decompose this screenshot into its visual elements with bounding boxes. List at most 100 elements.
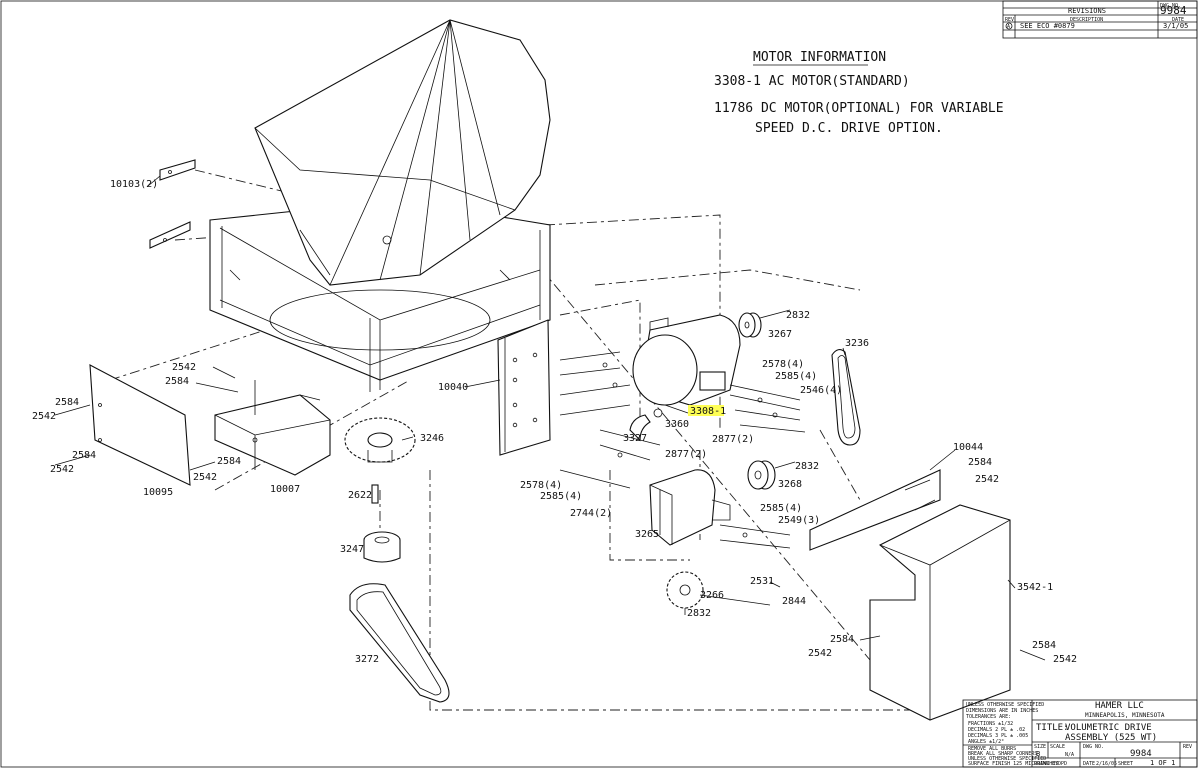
label-2832-b: 2832 — [795, 461, 819, 472]
label-2531: 2531 — [750, 576, 774, 587]
label-2584-b: 2584 — [55, 397, 79, 408]
label-2542-f: 2542 — [808, 648, 832, 659]
label-2542-c: 2542 — [50, 464, 74, 475]
part-labels: 10103(2) 2542 2584 2584 2542 2584 2542 2… — [32, 179, 1077, 665]
note-1: REMOVE ALL BURRS — [968, 746, 1016, 752]
label-10095: 10095 — [143, 487, 173, 498]
title-line-1: VOLUMETRIC DRIVE — [1065, 723, 1152, 733]
label-2832-a: 2832 — [786, 310, 810, 321]
scale-value: N/A — [1065, 752, 1074, 758]
label-3236: 3236 — [845, 338, 869, 349]
revisions-title: REVISIONS — [1068, 7, 1106, 15]
rev-dwg-no-label: DWG NO. — [1160, 3, 1181, 9]
rev-letter: A — [1007, 24, 1010, 30]
elbow-3327 — [629, 414, 651, 442]
label-3268: 3268 — [778, 479, 802, 490]
label-3265: 3265 — [635, 529, 659, 540]
size-label: SIZE — [1034, 744, 1046, 750]
label-2549: 2549(3) — [778, 515, 820, 526]
label-3272: 3272 — [355, 654, 379, 665]
motor-info-line1: 3308-1 AC MOTOR(STANDARD) — [714, 74, 910, 89]
sheet-label: SHEET — [1118, 761, 1133, 767]
label-2542-d: 2542 — [193, 472, 217, 483]
company-location: MINNEAPOLIS, MINNESOTA — [1085, 712, 1165, 719]
guard-3542-1 — [869, 504, 1011, 721]
label-2584-e: 2584 — [968, 457, 992, 468]
note-2: BREAK ALL SHARP CORNERS — [968, 751, 1037, 757]
tol-line-5: DECIMALS 2 PL ± .02 — [968, 727, 1025, 733]
label-2546: 2546(4) — [800, 385, 842, 396]
chain-3272 — [349, 583, 450, 703]
label-2585-b: 2585(4) — [540, 491, 582, 502]
desc-col-label: DESCRIPTION — [1070, 17, 1103, 23]
mounting-plate-10040 — [497, 319, 551, 456]
label-2542-e: 2542 — [975, 474, 999, 485]
motor-information-note: MOTOR INFORMATION 3308-1 AC MOTOR(STANDA… — [714, 50, 1004, 136]
title-line-2: ASSEMBLY (525 WT) — [1065, 733, 1157, 743]
tol-line-6: DECIMALS 3 PL ± .005 — [968, 733, 1028, 739]
drawn-by-value: DPD — [1058, 761, 1067, 767]
label-3267: 3267 — [768, 329, 792, 340]
title-block: UNLESS OTHERWISE SPECIFIED DIMENSIONS AR… — [962, 699, 1198, 768]
label-2578-a: 2578(4) — [762, 359, 804, 370]
rev-dwg-no: 9984 — [1160, 4, 1187, 17]
hub-3247 — [363, 531, 401, 563]
side-panel-10095 — [89, 364, 191, 486]
cover-10044 — [809, 469, 941, 551]
gearbox-3265 — [649, 469, 731, 546]
tol-line-4: FRACTIONS ±1/32 — [968, 721, 1013, 727]
belt-3236 — [831, 349, 861, 446]
rev-date: 3/1/05 — [1163, 22, 1188, 30]
label-3542-1: 3542-1 — [1017, 582, 1053, 593]
sprocket-3246 — [344, 417, 416, 463]
label-2542-a: 2542 — [172, 362, 196, 373]
tray-10007 — [214, 380, 331, 476]
motor-info-line2: 11786 DC MOTOR(OPTIONAL) FOR VARIABLE — [714, 101, 1004, 116]
pulley-3268 — [747, 460, 796, 490]
label-3266: 3266 — [700, 590, 724, 601]
label-10007: 10007 — [270, 484, 300, 495]
leader-lines — [147, 175, 1016, 589]
date-label: DATE — [1083, 761, 1095, 767]
motor-info-heading: MOTOR INFORMATION — [753, 50, 886, 65]
company-name: HAMER LLC — [1095, 701, 1144, 711]
dwg-no-value: 9984 — [1130, 749, 1152, 759]
label-2584-f: 2584 — [830, 634, 854, 645]
label-2584-a: 2584 — [165, 376, 189, 387]
highlight-3308-1 — [688, 405, 724, 416]
tol-line-3: TOLERANCES ARE: — [966, 714, 1011, 720]
label-2844: 2844 — [782, 596, 806, 607]
label-3360: 3360 — [665, 419, 689, 430]
label-3246: 3246 — [420, 433, 444, 444]
motor-info-line3: SPEED D.C. DRIVE OPTION. — [755, 121, 943, 136]
rev-label: REV — [1183, 744, 1192, 750]
rev-description: SEE ECO #0879 — [1020, 22, 1075, 30]
label-3327: 3327 — [623, 433, 647, 444]
rev-col-label: REV — [1005, 17, 1014, 23]
label-2542-b: 2542 — [32, 411, 56, 422]
dwg-no-label: DWG NO. — [1083, 744, 1104, 750]
label-10040: 10040 — [438, 382, 468, 393]
pulley-3267 — [738, 309, 791, 338]
tol-line-2: DIMENSIONS ARE IN INCHES — [966, 708, 1038, 714]
scale-label: SCALE — [1050, 744, 1065, 750]
label-2622: 2622 — [348, 490, 372, 501]
date-value: 2/16/05 — [1096, 761, 1117, 767]
revision-block: DWG NO. 9984 REVISIONS REV DESCRIPTION D… — [1002, 0, 1198, 39]
label-10044: 10044 — [953, 442, 983, 453]
label-2877-a: 2877(2) — [712, 434, 754, 445]
label-2832-c: 2832 — [687, 608, 711, 619]
label-2584-c: 2584 — [72, 450, 96, 461]
label-3308-1: 3308-1 — [690, 406, 726, 417]
label-2584-d: 2584 — [217, 456, 241, 467]
sheet-value: 1 OF 1 — [1150, 759, 1175, 767]
label-2585-c: 2585(4) — [760, 503, 802, 514]
tol-line-7: ANGLES ±1/2° — [968, 739, 1004, 745]
title-label: TITLE: — [1036, 723, 1069, 733]
label-2585-a: 2585(4) — [775, 371, 817, 382]
date-col-label: DATE — [1172, 17, 1184, 23]
label-3247: 3247 — [340, 544, 364, 555]
hardware-fasteners — [54, 351, 1046, 661]
